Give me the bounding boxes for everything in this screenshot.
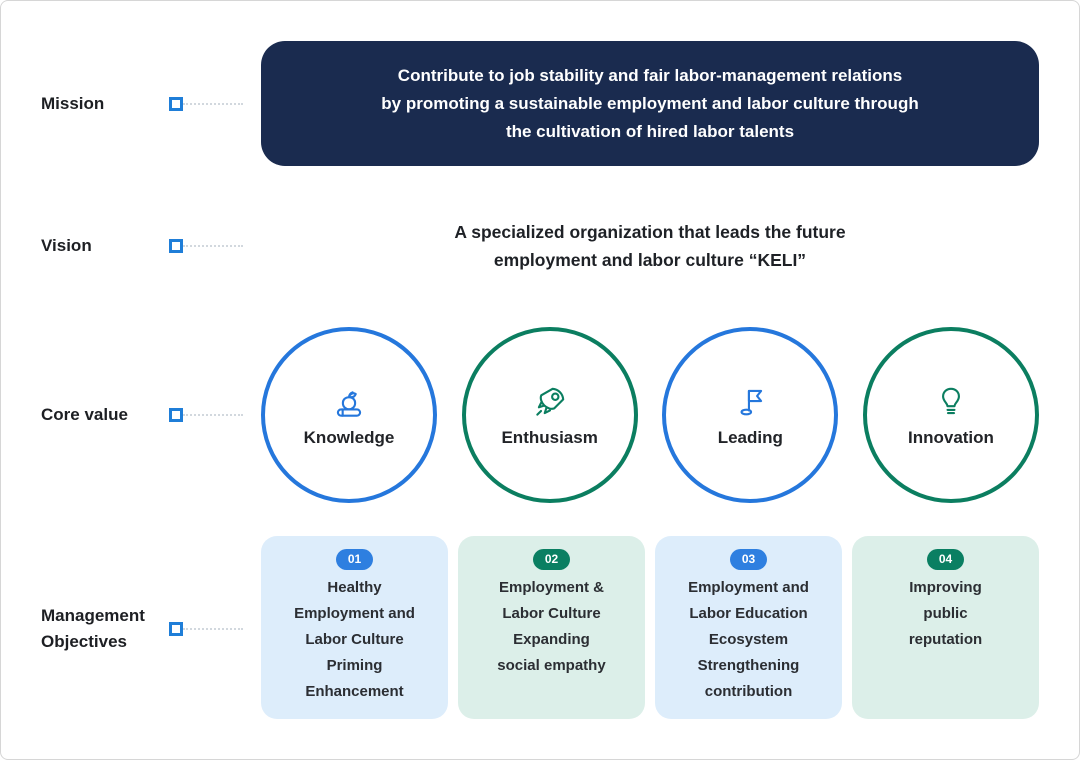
number-badge: 03: [730, 549, 767, 570]
core-value-label-innovation: Innovation: [907, 427, 994, 447]
core-value-label-group: Core value: [41, 402, 243, 428]
flag-icon: [731, 383, 769, 421]
dotted-connector: [183, 414, 243, 416]
square-marker-icon: [169, 408, 183, 422]
lightbulb-icon: [932, 383, 970, 421]
vision-statement-text: A specialized organization that leads th…: [454, 222, 846, 270]
dotted-connector: [183, 245, 243, 247]
objective-card-01: 01 Healthy Employment and Labor Culture …: [261, 536, 448, 719]
mission-label-group: Mission: [41, 91, 243, 117]
mission-label: Mission: [41, 94, 105, 113]
dotted-connector: [183, 103, 243, 105]
objective-card-03: 03 Employment and Labor Education Ecosys…: [655, 536, 842, 719]
objective-text: Employment and Labor Education Ecosystem…: [688, 579, 809, 700]
core-value-knowledge: Knowledge: [261, 327, 437, 503]
mission-statement-text: Contribute to job stability and fair lab…: [381, 65, 919, 141]
core-value-label-enthusiasm: Enthusiasm: [501, 427, 598, 447]
square-marker-icon: [169, 97, 183, 111]
vision-label-group: Vision: [41, 233, 243, 259]
objective-text: Healthy Employment and Labor Culture Pri…: [294, 579, 415, 700]
number-badge: 02: [533, 549, 570, 570]
number-badge: 04: [927, 549, 964, 570]
core-value-enthusiasm: Enthusiasm: [461, 327, 638, 503]
objective-text: Employment & Labor Culture Expanding soc…: [497, 579, 606, 674]
management-objectives-row: 01 Healthy Employment and Labor Culture …: [261, 536, 1039, 719]
mission-statement-box: Contribute to job stability and fair lab…: [261, 41, 1039, 166]
objective-card-04: 04 Improving public reputation: [852, 536, 1039, 719]
core-value-leading: Leading: [662, 327, 839, 503]
dotted-connector: [183, 628, 243, 630]
square-marker-icon: [169, 622, 183, 636]
management-objectives-label: Management Objectives: [41, 606, 145, 651]
number-badge: 01: [336, 549, 373, 570]
objective-text: Improving public reputation: [908, 579, 983, 648]
core-values-row: Knowledge Enthusiasm: [261, 327, 1039, 503]
core-value-label: Core value: [41, 405, 128, 424]
core-value-innovation: Innovation: [862, 327, 1039, 503]
square-marker-icon: [169, 239, 183, 253]
management-objectives-label-group: Management Objectives: [41, 603, 243, 655]
vision-label: Vision: [41, 236, 92, 255]
rocket-icon: [531, 383, 569, 421]
objective-card-02: 02 Employment & Labor Culture Expanding …: [458, 536, 645, 719]
core-value-label-knowledge: Knowledge: [303, 427, 395, 447]
core-value-label-leading: Leading: [717, 427, 783, 447]
books-apple-icon: [330, 383, 368, 421]
